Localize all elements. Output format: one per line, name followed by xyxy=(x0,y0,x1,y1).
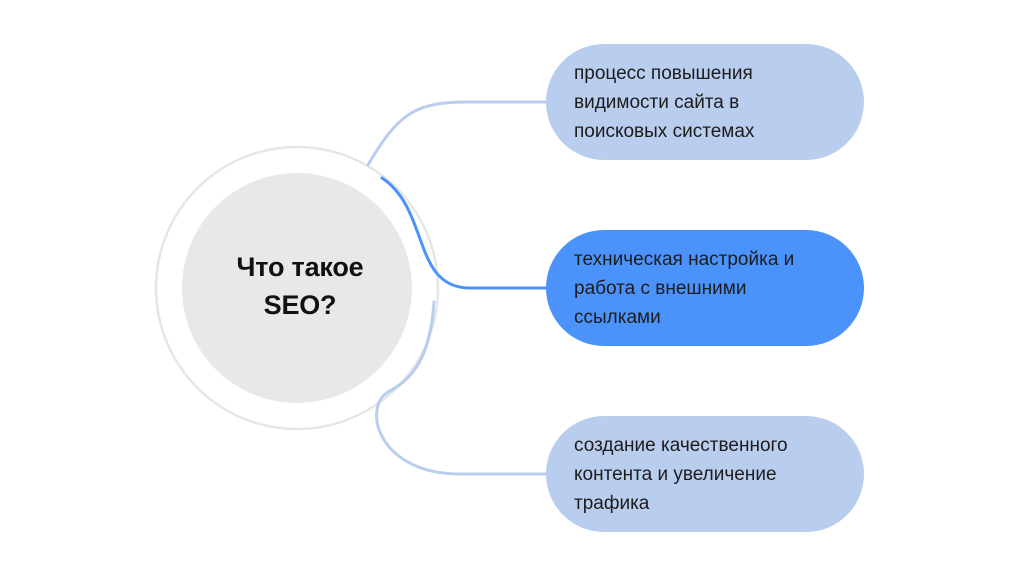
item-3-text: создание качественного контента и увелич… xyxy=(574,431,788,518)
item-1-line-1: процесс повышения xyxy=(574,62,753,84)
item-1-line-2: видимости сайта в xyxy=(574,91,740,113)
item-1-line-3: поисковых системах xyxy=(574,120,755,142)
item-pill-1: процесс повышения видимости сайта в поис… xyxy=(546,44,864,160)
center-title-line-1: Что такое xyxy=(236,252,364,282)
item-2-line-3: ссылками xyxy=(574,306,661,328)
connector-top xyxy=(366,100,548,167)
center-circle xyxy=(182,173,412,403)
item-2-line-2: работа с внешними xyxy=(574,277,747,299)
outer-ring xyxy=(154,145,440,431)
item-2-text: техническая настройка и работа с внешним… xyxy=(574,245,794,332)
item-3-line-3: трафика xyxy=(574,492,650,514)
item-3-line-1: создание качественного xyxy=(574,434,788,456)
connector-bottom xyxy=(375,300,548,476)
center-title: Что такое SEO? xyxy=(190,248,410,324)
item-pill-2-highlighted: техническая настройка и работа с внешним… xyxy=(546,230,864,346)
item-2-line-1: техническая настройка и xyxy=(574,248,795,270)
item-3-line-2: контента и увеличение xyxy=(574,463,777,485)
connector-middle xyxy=(380,176,548,290)
item-pill-3: создание качественного контента и увелич… xyxy=(546,416,864,532)
item-1-text: процесс повышения видимости сайта в поис… xyxy=(574,59,754,146)
center-title-line-2: SEO? xyxy=(263,290,337,320)
